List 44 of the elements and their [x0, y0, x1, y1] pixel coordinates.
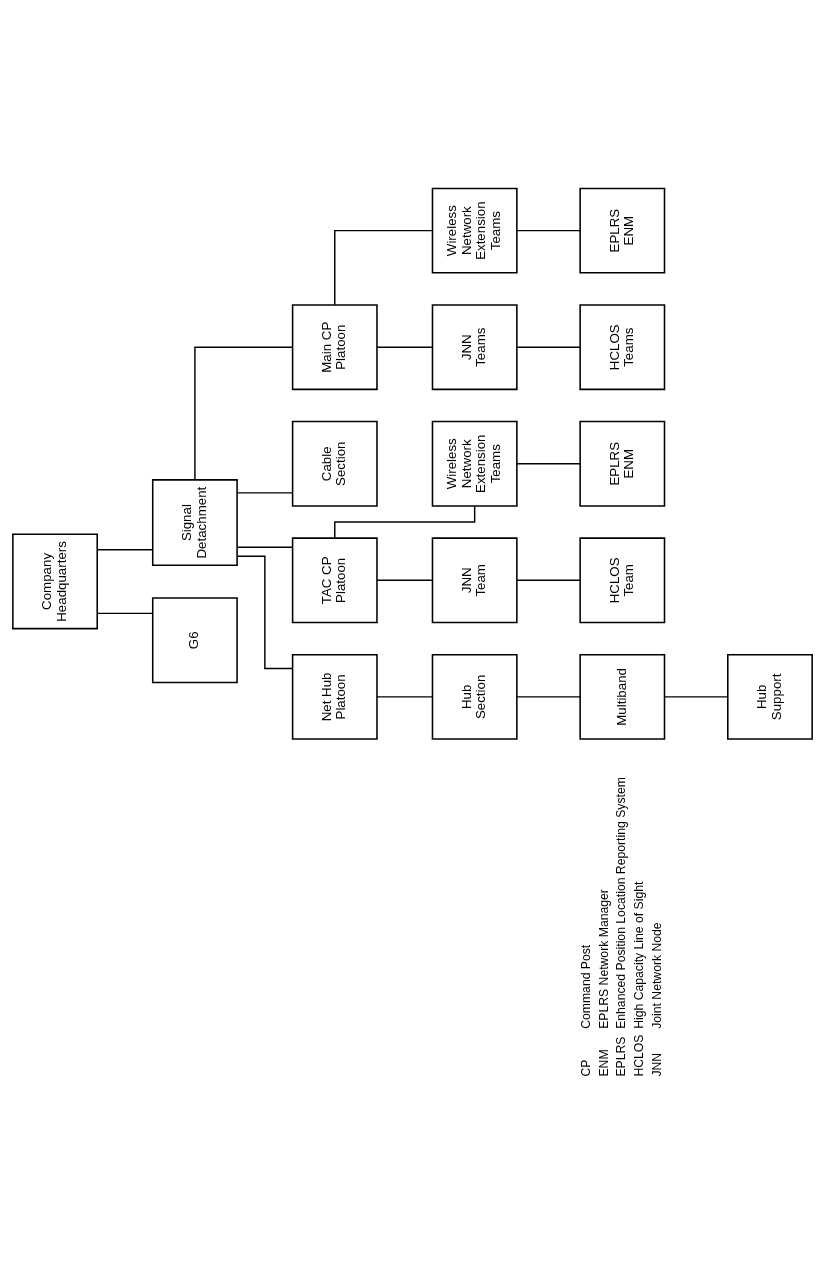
node-box: HCLOS Teams	[579, 304, 666, 391]
node-box: JNN Team	[431, 537, 518, 624]
node-box: Signal Detachment	[151, 479, 238, 567]
node-box: Hub Section	[431, 653, 518, 740]
label: HCLOS	[632, 1034, 647, 1077]
connector	[236, 555, 294, 670]
connector	[516, 696, 581, 698]
connector	[376, 579, 434, 582]
connector	[516, 229, 581, 232]
label: EPLRS Network Manager	[596, 889, 611, 1029]
node-box: JNN Teams	[431, 304, 518, 391]
node-box: Wireless Network Extension Teams	[431, 420, 518, 507]
node-box: Cable Section	[291, 420, 378, 507]
node-box: Main CP Platoon	[291, 304, 378, 391]
node-box: Wireless Network Extension Teams	[431, 187, 518, 274]
label: High Capacity Line of Sight	[632, 881, 647, 1029]
node-box: HCLOS Team	[579, 537, 666, 624]
connector	[96, 612, 154, 615]
label: Enhanced Position Location Reporting System	[614, 777, 629, 1029]
label: JNN	[649, 1052, 664, 1077]
connector	[236, 492, 294, 494]
connector	[663, 696, 729, 698]
node-box: Multiband	[579, 653, 666, 740]
node-box: Hub Support	[727, 653, 813, 740]
connector	[236, 546, 294, 548]
connector	[334, 229, 434, 306]
label: Joint Network Node	[649, 922, 664, 1029]
node-box: EPLRS ENM	[579, 420, 666, 507]
connector	[194, 346, 294, 481]
connector	[516, 346, 581, 348]
connector	[516, 579, 581, 582]
node-box: Net Hub Platoon	[291, 653, 378, 740]
label: ENM	[596, 1049, 611, 1077]
node-box: TAC CP Platoon	[291, 537, 378, 624]
node-box: G6	[151, 597, 238, 684]
node-box: EPLRS ENM	[579, 187, 666, 274]
connector	[516, 463, 581, 465]
label: EPLRS	[614, 1036, 629, 1077]
label: Command Post	[578, 944, 593, 1029]
connector	[376, 696, 434, 698]
connector	[376, 346, 434, 348]
connector	[96, 549, 154, 551]
node-box: Company Headquarters	[12, 533, 98, 630]
label: CP	[578, 1059, 593, 1077]
